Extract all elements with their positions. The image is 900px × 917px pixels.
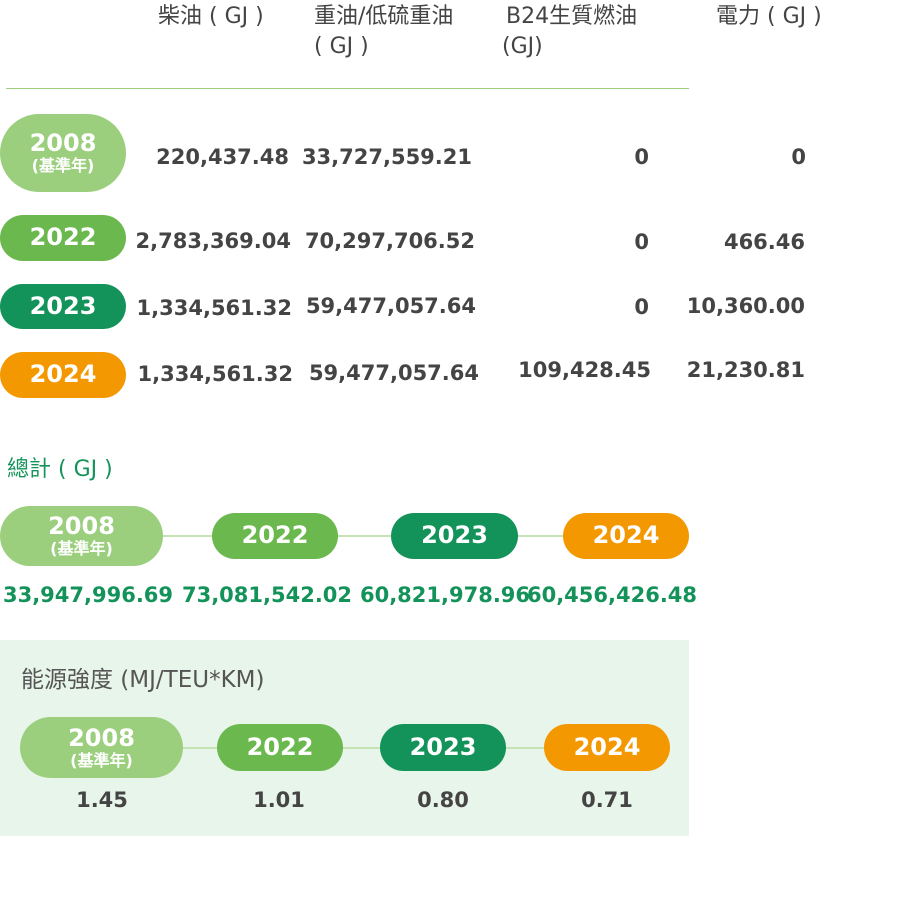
total-value-2008: 33,947,996.69: [2, 583, 174, 607]
row-electricity-value: 10,360.00: [686, 294, 805, 318]
intensity-year-label: 2024: [573, 732, 641, 761]
header-heavy-oil: 重油/低硫重油 ( GJ ): [314, 2, 453, 62]
row-diesel-value: 220,437.48: [156, 145, 289, 169]
row-year-label: 2023: [29, 291, 97, 320]
total-year-label: 2022: [241, 521, 309, 550]
total-year-badge-2008: 2008 (基準年): [0, 506, 163, 566]
intensity-year-label: 2023: [409, 732, 477, 761]
total-year-badge-2022: 2022: [212, 513, 338, 559]
intensity-year-sub: (基準年): [70, 750, 133, 770]
header-heavy-oil-line2: ( GJ ): [314, 34, 369, 59]
row-year-label: 2022: [29, 223, 97, 252]
row-year-label: 2024: [29, 360, 97, 389]
total-value-2023: 60,821,978.96: [359, 583, 531, 607]
intensity-year-badge-2008: 2008 (基準年): [20, 717, 183, 778]
intensity-year-badge-2023: 2023: [380, 724, 506, 771]
total-section-title: 總計 ( GJ ): [7, 457, 113, 482]
intensity-value-2023: 0.80: [417, 788, 469, 812]
header-b24-line2: (GJ): [502, 34, 543, 59]
row-year-label: 2008: [29, 129, 97, 157]
row-b24-value: 0: [634, 295, 649, 319]
intensity-value-2008: 1.45: [76, 788, 128, 812]
row-heavy-oil-value: 59,477,057.64: [308, 361, 479, 385]
row-year-sub: (基準年): [31, 156, 95, 176]
total-year-label: 2024: [592, 521, 660, 550]
total-value-2022: 73,081,542.02: [181, 583, 353, 607]
intensity-year-label: 2022: [246, 732, 314, 761]
total-year-label: 2008: [48, 512, 115, 540]
row-year-badge-2022: 2022: [0, 215, 126, 261]
row-year-badge-2023: 2023: [0, 284, 126, 329]
row-diesel-value: 2,783,369.04: [135, 229, 291, 253]
intensity-year-label: 2008: [68, 723, 135, 752]
header-divider: [6, 88, 689, 89]
header-b24: B24生質燃油 (GJ): [502, 2, 637, 62]
row-diesel-value: 1,334,561.32: [137, 362, 293, 386]
intensity-value-2022: 1.01: [253, 788, 305, 812]
row-heavy-oil-value: 59,477,057.64: [305, 294, 476, 318]
intensity-year-badge-2024: 2024: [544, 724, 670, 771]
row-diesel-value: 1,334,561.32: [136, 296, 292, 320]
header-diesel: 柴油 ( GJ ): [158, 4, 264, 29]
total-year-label: 2023: [421, 521, 488, 550]
row-electricity-value: 21,230.81: [686, 358, 805, 382]
row-heavy-oil-value: 70,297,706.52: [304, 229, 475, 253]
total-year-sub: (基準年): [50, 539, 113, 559]
intensity-year-badge-2022: 2022: [217, 724, 343, 771]
row-heavy-oil-value: 33,727,559.21: [301, 145, 472, 169]
header-electricity: 電力 ( GJ ): [716, 4, 822, 29]
row-electricity-value: 466.46: [723, 230, 805, 254]
row-b24-value: 0: [634, 230, 649, 254]
row-electricity-value: 0: [791, 145, 806, 169]
header-heavy-oil-line1: 重油/低硫重油: [314, 4, 454, 29]
intensity-value-2024: 0.71: [581, 788, 633, 812]
total-year-badge-2023: 2023: [391, 513, 518, 559]
header-b24-line1: B24生質燃油: [506, 4, 638, 29]
intensity-section-title: 能源強度 (MJ/TEU*KM): [21, 667, 265, 693]
row-year-badge-2008: 2008 (基準年): [0, 114, 126, 192]
total-value-2024: 60,456,426.48: [526, 583, 698, 607]
total-year-badge-2024: 2024: [563, 513, 689, 559]
row-b24-value: 0: [634, 145, 649, 169]
row-b24-value: 109,428.45: [518, 358, 651, 382]
row-year-badge-2024: 2024: [0, 352, 126, 398]
